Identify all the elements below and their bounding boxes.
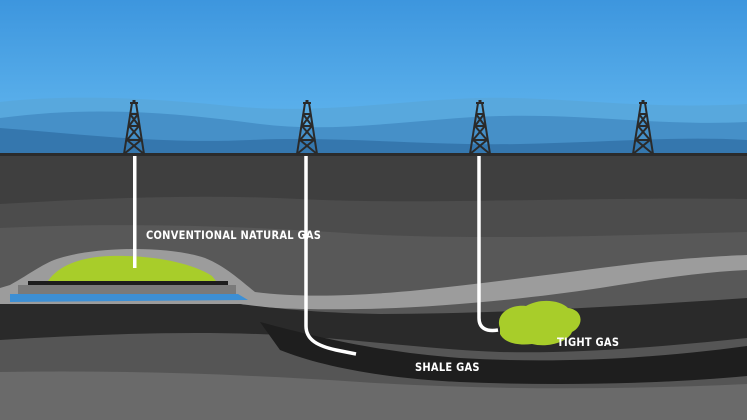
ground-horizon — [0, 153, 747, 156]
conventional-seal-layer — [28, 281, 228, 285]
derrick-icon-4 — [632, 100, 654, 155]
conventional-gas-deposit — [48, 255, 216, 281]
shale-gas-label: SHALE GAS — [415, 360, 480, 374]
shale-layer — [260, 322, 747, 384]
derrick-icon-2 — [296, 100, 318, 155]
tight-gas-label: TIGHT GAS — [557, 335, 620, 349]
deep-rock-layer — [0, 371, 747, 420]
gray-strip — [18, 285, 236, 294]
water-layer — [10, 294, 248, 302]
hill-front — [0, 128, 747, 156]
well-tight — [477, 156, 499, 333]
conventional-gas-label: CONVENTIONAL NATURAL GAS — [146, 228, 322, 242]
derrick-icon-3 — [469, 100, 491, 155]
well-conventional — [133, 156, 137, 268]
well-shale — [304, 156, 357, 356]
derrick-icon-1 — [123, 100, 145, 155]
tight-gas-deposit — [498, 300, 581, 346]
